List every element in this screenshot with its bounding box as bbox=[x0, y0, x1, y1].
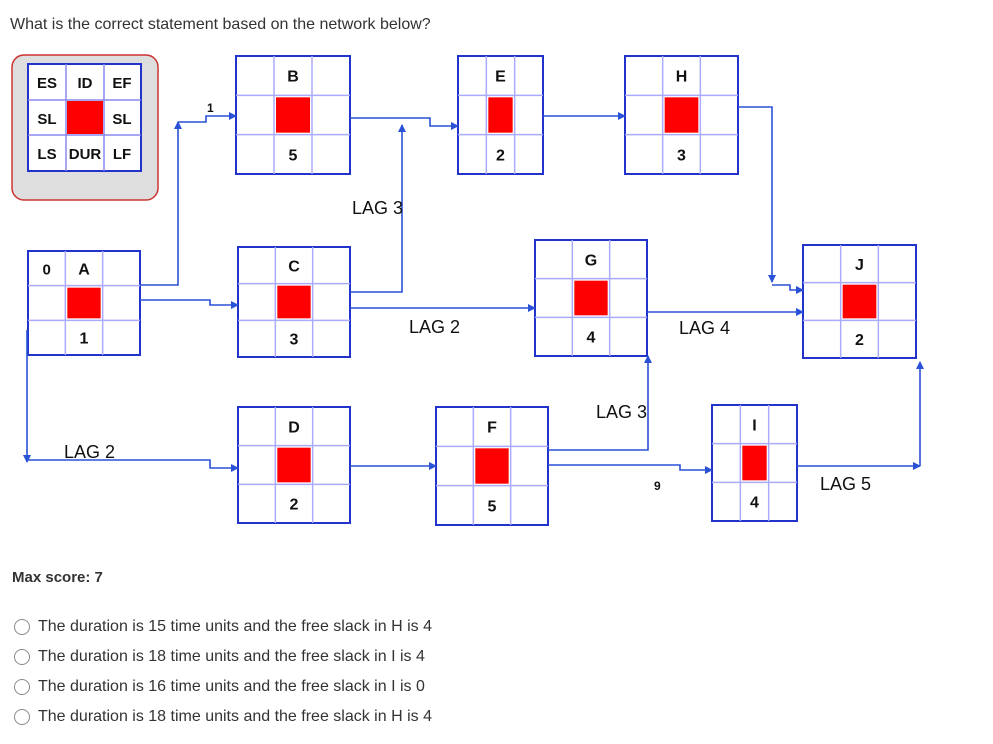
node-center-marker bbox=[67, 287, 101, 319]
node-id: J bbox=[855, 257, 864, 274]
radio-button[interactable] bbox=[14, 709, 30, 725]
option-2[interactable]: The duration is 18 time units and the fr… bbox=[14, 642, 432, 672]
node-center-marker bbox=[742, 445, 767, 481]
node-f: F5 bbox=[435, 406, 549, 526]
legend-id: ID bbox=[78, 75, 93, 92]
node-id: H bbox=[676, 69, 688, 86]
legend-sl-left: SL bbox=[37, 111, 56, 128]
legend-box: ES ID EF SL SL LS DUR LF bbox=[11, 54, 159, 201]
option-label: The duration is 18 time units and the fr… bbox=[38, 708, 432, 725]
arrow-c-up bbox=[350, 124, 406, 293]
label-a-b: 1 bbox=[207, 101, 214, 115]
max-score: Max score: 7 bbox=[12, 569, 103, 586]
network-diagram: ES ID EF SL SL LS DUR LF A10B5C3D2E2F5G4… bbox=[11, 54, 924, 526]
node-duration: 2 bbox=[496, 147, 505, 164]
option-label: The duration is 18 time units and the fr… bbox=[38, 648, 425, 665]
label-g-j: LAG 4 bbox=[679, 318, 730, 338]
label-i-j: LAG 5 bbox=[820, 474, 871, 494]
node-id: F bbox=[487, 420, 497, 437]
answer-options: The duration is 15 time units and the fr… bbox=[14, 612, 432, 732]
arrow-a-c bbox=[140, 299, 239, 309]
node-duration: 1 bbox=[80, 331, 89, 348]
node-center-marker bbox=[664, 97, 699, 133]
arrow-a-b-head bbox=[178, 112, 237, 123]
node-duration: 3 bbox=[290, 332, 299, 349]
option-label: The duration is 16 time units and the fr… bbox=[38, 678, 425, 695]
node-id: E bbox=[495, 69, 506, 86]
radio-button[interactable] bbox=[14, 649, 30, 665]
label-f-i: 9 bbox=[654, 479, 661, 493]
node-duration: 2 bbox=[290, 497, 299, 514]
node-center-marker bbox=[277, 447, 311, 483]
question-text: What is the correct statement based on t… bbox=[10, 16, 431, 33]
node-center-marker bbox=[488, 97, 513, 133]
arrow-b-e bbox=[350, 117, 459, 130]
radio-button[interactable] bbox=[14, 679, 30, 695]
node-center-marker bbox=[475, 448, 509, 484]
arrow-h-j bbox=[738, 106, 776, 283]
label-f-g: LAG 3 bbox=[596, 402, 647, 422]
option-1[interactable]: The duration is 15 time units and the fr… bbox=[14, 612, 432, 642]
node-g: G4 bbox=[534, 239, 648, 357]
node-duration: 4 bbox=[750, 495, 759, 512]
node-center-marker bbox=[277, 285, 311, 319]
arrow-f-g bbox=[548, 355, 652, 451]
node-id: A bbox=[78, 261, 90, 278]
legend-ef: EF bbox=[112, 75, 131, 92]
node-e: E2 bbox=[457, 55, 544, 175]
node-d: D2 bbox=[237, 406, 351, 524]
node-center-marker bbox=[574, 280, 608, 316]
node-center-marker bbox=[276, 97, 310, 133]
label-c-g: LAG 2 bbox=[409, 317, 460, 337]
node-id: C bbox=[288, 258, 300, 275]
arrow-a-d bbox=[27, 459, 239, 472]
legend-sl-right: SL bbox=[112, 111, 131, 128]
label-b-e: LAG 3 bbox=[352, 198, 403, 218]
legend-ls: LS bbox=[37, 146, 56, 163]
node-id: I bbox=[752, 417, 756, 434]
node-a: A 1 0 bbox=[27, 250, 141, 356]
node-duration: 3 bbox=[677, 147, 686, 164]
legend-es: ES bbox=[37, 75, 57, 92]
node-id: G bbox=[585, 252, 597, 269]
option-3[interactable]: The duration is 16 time units and the fr… bbox=[14, 672, 432, 702]
arrow-a-b bbox=[140, 121, 182, 286]
option-label: The duration is 15 time units and the fr… bbox=[38, 618, 432, 635]
node-a-start: 0 bbox=[42, 261, 50, 278]
radio-button[interactable] bbox=[14, 619, 30, 635]
arrow-h-j-head bbox=[772, 284, 804, 294]
node-b: B5 bbox=[235, 55, 351, 175]
node-id: D bbox=[288, 419, 300, 436]
node-j: J2 bbox=[802, 244, 917, 359]
label-a-d: LAG 2 bbox=[64, 442, 115, 462]
node-h: H3 bbox=[624, 55, 739, 175]
node-c: C3 bbox=[237, 246, 351, 358]
node-center-marker bbox=[842, 284, 877, 319]
node-id: B bbox=[287, 69, 299, 86]
option-4[interactable]: The duration is 18 time units and the fr… bbox=[14, 702, 432, 732]
arrow-f-i bbox=[548, 464, 713, 474]
node-duration: 5 bbox=[488, 498, 497, 515]
legend-dur: DUR bbox=[69, 146, 102, 163]
legend-lf: LF bbox=[113, 146, 131, 163]
node-duration: 5 bbox=[289, 147, 298, 164]
node-duration: 4 bbox=[587, 330, 596, 347]
node-duration: 2 bbox=[855, 332, 864, 349]
node-i: I4 bbox=[711, 404, 798, 522]
